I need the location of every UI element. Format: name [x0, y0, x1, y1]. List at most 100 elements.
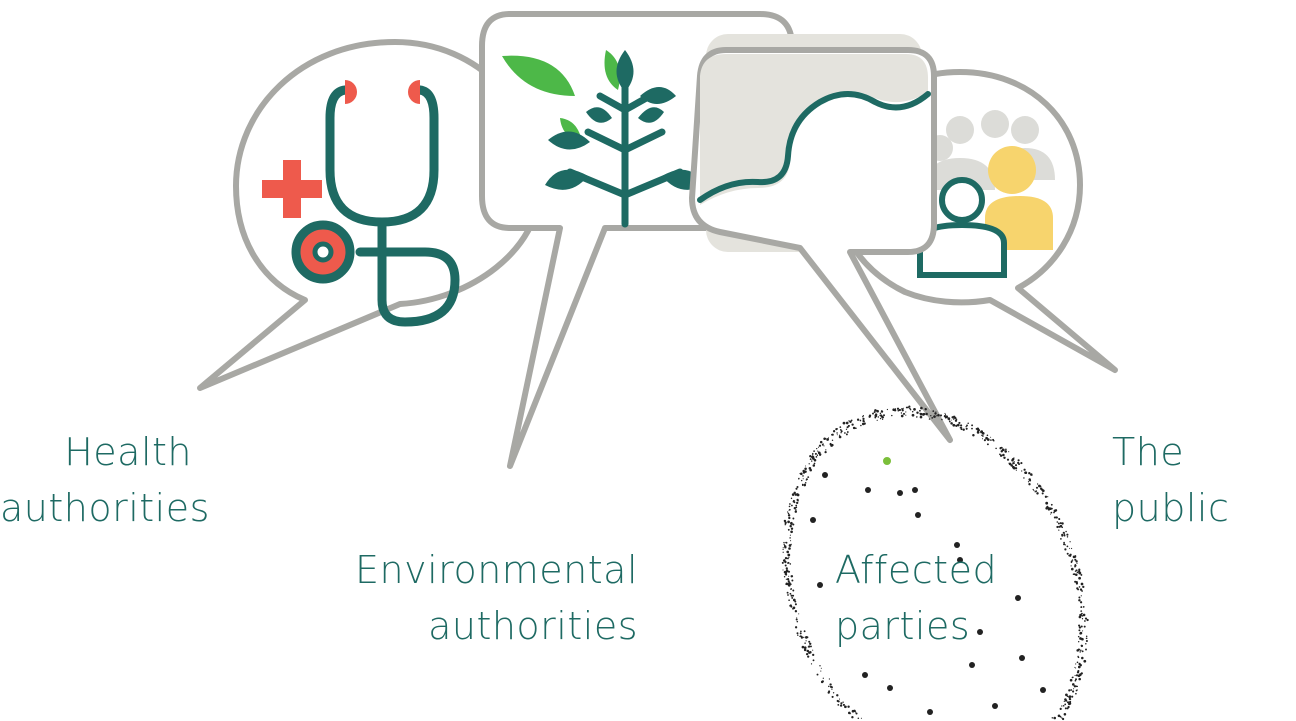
- speckle: [800, 630, 802, 633]
- speckle: [1010, 464, 1013, 467]
- speckle: [810, 663, 813, 665]
- speckle: [822, 677, 824, 679]
- speckle: [952, 418, 955, 420]
- speckle: [1061, 535, 1064, 537]
- speckle: [1031, 474, 1033, 476]
- speckle: [784, 564, 787, 567]
- speckle: [862, 417, 865, 421]
- speckle: [788, 547, 791, 550]
- speckle: [916, 416, 918, 418]
- speckle: [803, 636, 805, 639]
- speckle: [782, 547, 784, 549]
- speckle: [812, 452, 814, 455]
- speckle: [967, 422, 969, 424]
- speckle: [1063, 700, 1065, 703]
- speckle: [798, 477, 800, 480]
- speckle: [1058, 529, 1060, 531]
- speckle: [1069, 678, 1073, 682]
- speckle: [835, 427, 838, 431]
- speckle: [1075, 582, 1079, 585]
- speckle: [790, 540, 792, 542]
- speckle: [782, 551, 784, 553]
- speckled-ellipse: [781, 405, 1089, 721]
- speckle: [1071, 676, 1074, 679]
- speckle: [796, 501, 799, 505]
- speckle: [838, 698, 841, 700]
- speckle: [879, 417, 882, 420]
- speckle: [794, 603, 797, 606]
- label-the-public: The public: [1112, 424, 1296, 536]
- speckle: [1013, 457, 1015, 459]
- speckle: [805, 640, 807, 642]
- speckle: [1069, 547, 1071, 549]
- speckle: [1006, 458, 1010, 461]
- speckle: [842, 701, 844, 703]
- speckle: [842, 421, 846, 425]
- speckle: [1056, 525, 1059, 529]
- speckle: [807, 655, 810, 658]
- speckle-dot: [887, 685, 893, 691]
- speckle: [1068, 695, 1072, 698]
- speckle: [784, 560, 787, 564]
- speckle: [844, 705, 847, 709]
- speckle: [851, 716, 854, 719]
- speckle: [995, 447, 997, 450]
- speckle: [1061, 717, 1065, 721]
- speckle: [1074, 674, 1076, 677]
- speckle: [1061, 705, 1063, 707]
- speckle: [1004, 450, 1007, 453]
- speckle: [1065, 530, 1067, 533]
- speckle: [999, 447, 1002, 450]
- speckle: [932, 410, 935, 412]
- speckle-dot: [810, 517, 816, 523]
- speckle: [792, 594, 795, 597]
- speckle: [1072, 683, 1075, 686]
- speckle: [856, 418, 860, 421]
- speckle: [1081, 590, 1083, 592]
- label-env-line2: authorities: [428, 604, 638, 648]
- speckle: [792, 523, 795, 526]
- speckle: [1072, 690, 1075, 693]
- speckle: [786, 591, 789, 594]
- speckle: [831, 686, 833, 689]
- speckle: [801, 483, 804, 486]
- speckle: [836, 432, 838, 434]
- speckle: [1068, 697, 1070, 699]
- speckle-dot: [817, 582, 823, 588]
- speckle: [1024, 471, 1028, 475]
- speckle: [1078, 576, 1081, 580]
- speckle: [931, 417, 934, 419]
- speckle: [796, 498, 799, 502]
- speckle: [824, 450, 827, 454]
- speckle: [851, 709, 855, 713]
- speckle: [879, 412, 882, 415]
- speckle: [960, 424, 963, 427]
- speckle: [958, 421, 961, 424]
- speckle: [828, 678, 831, 680]
- speckle: [794, 626, 798, 629]
- speckle: [1078, 596, 1081, 599]
- speckle: [796, 632, 799, 635]
- speckle: [813, 458, 817, 462]
- speckle: [1050, 513, 1052, 515]
- speckle: [805, 636, 808, 639]
- speckle: [1062, 705, 1065, 707]
- speckle: [881, 418, 884, 420]
- speckle: [983, 439, 986, 442]
- speckle: [1064, 548, 1067, 551]
- speckle: [788, 505, 791, 508]
- speckle: [1080, 582, 1084, 586]
- speckle: [1066, 701, 1070, 704]
- speckle-dot: [954, 542, 960, 548]
- speckle: [1070, 567, 1074, 571]
- speckle: [922, 413, 924, 415]
- speckle: [790, 588, 792, 590]
- label-health-line1: Health: [64, 430, 192, 474]
- speckle: [1084, 620, 1086, 622]
- speckle: [791, 575, 794, 578]
- speckle: [990, 436, 992, 438]
- speckle: [1071, 547, 1073, 550]
- label-health-line2: authorities: [0, 486, 210, 530]
- speckle: [813, 450, 815, 452]
- speckle: [1063, 533, 1066, 535]
